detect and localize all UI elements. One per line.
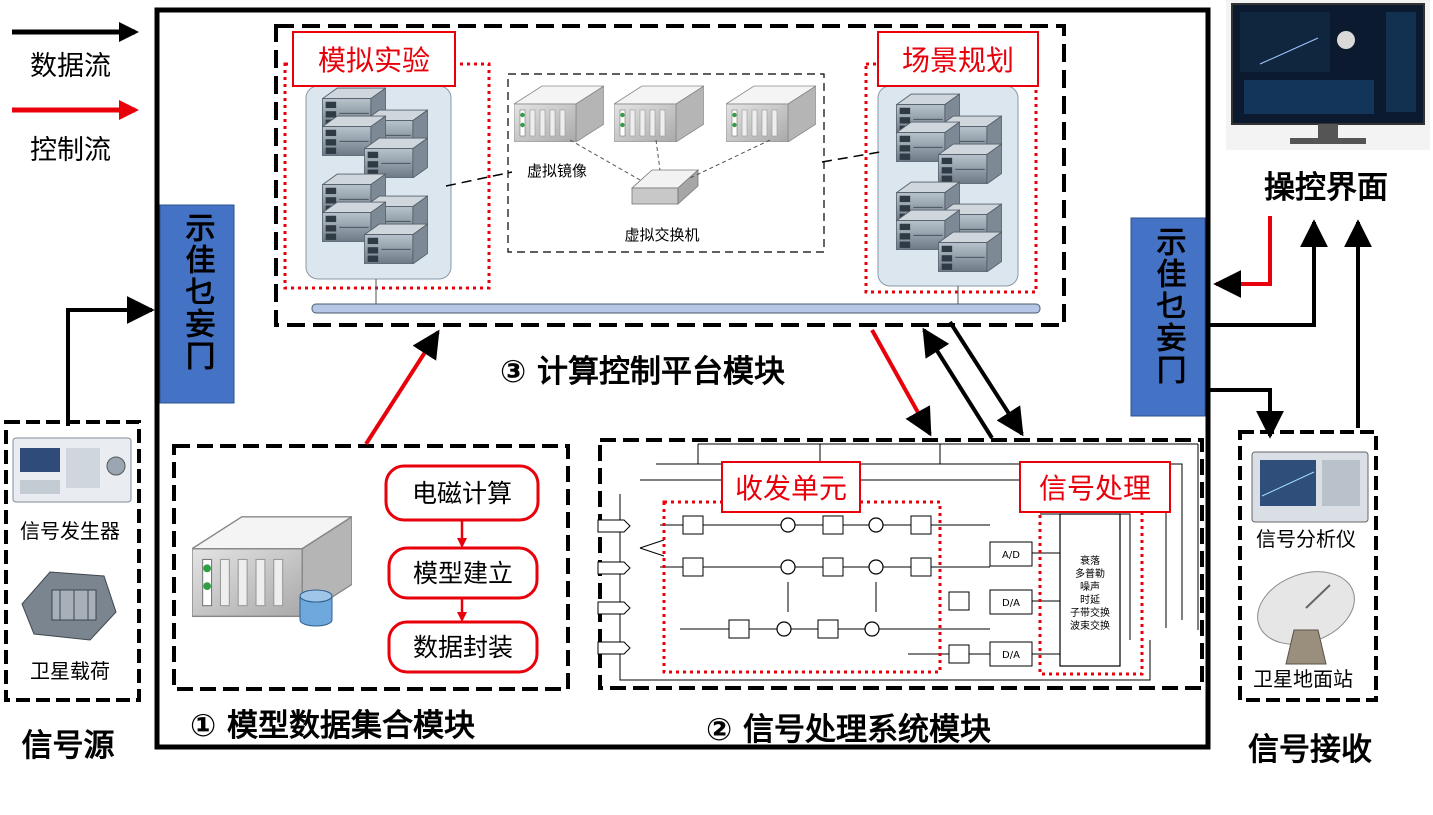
signal-generator-icon	[12, 437, 132, 503]
platform-module: 模拟实验 场景规划 虚拟镜	[274, 24, 1066, 390]
platform-bus	[311, 303, 1041, 314]
step-3-label: 数据封装	[413, 633, 513, 662]
filters	[682, 515, 970, 664]
legend-control-flow: 控制流	[30, 135, 111, 166]
virtual-server-1	[514, 85, 604, 142]
switch-links	[569, 139, 771, 181]
operation-screen-icon	[1226, 0, 1430, 150]
model-title: ① 模型数据集合模块	[190, 708, 475, 744]
step-3-box	[387, 620, 539, 674]
processing-label-box	[1019, 461, 1171, 513]
virtual-switch-label: 虚拟交换机	[624, 226, 699, 244]
signal-analyzer-label: 信号分析仪	[1256, 527, 1356, 551]
step-1-label: 电磁计算	[412, 479, 512, 508]
link-left	[445, 171, 513, 187]
ground-station-icon	[1257, 571, 1355, 665]
dsp-block	[1059, 513, 1121, 667]
dsp-line-6: 波束交换	[1070, 619, 1110, 632]
mixers	[776, 517, 884, 637]
left-interface-label: 示佳乜妄冂	[180, 212, 216, 372]
platform-to-signal-control-arrow	[870, 329, 932, 437]
converter-blocks	[989, 541, 1033, 667]
dsp-line-4: 时延	[1080, 594, 1100, 606]
signal-source-title: 信号源	[22, 728, 115, 764]
signal-title: ② 信号处理系统模块	[706, 712, 991, 748]
scene-label: 场景规划	[902, 44, 1014, 77]
source-to-interface-arrow	[66, 296, 155, 426]
scene-label-box	[877, 31, 1039, 87]
virtual-switch-icon	[630, 169, 700, 205]
control-flow-arrows	[364, 216, 1272, 446]
model-frame	[172, 444, 570, 691]
dsp-line-5: 子带交换	[1070, 606, 1110, 619]
ground-station-label: 卫星地面站	[1253, 667, 1353, 691]
scene-servers	[896, 93, 1002, 272]
processing-label: 信号处理	[1039, 472, 1151, 505]
satellite-payload-icon	[21, 571, 117, 641]
screen-to-interface-arrow	[1213, 216, 1272, 298]
ad-label: A/D	[1002, 550, 1020, 561]
operation-screen-label: 操控界面	[1264, 170, 1388, 206]
virtual-server-3	[726, 85, 816, 142]
da2-label: D/A	[1002, 650, 1020, 661]
virtual-frame	[507, 73, 825, 253]
left-interface	[159, 204, 235, 404]
dsp-line-2: 多普勒	[1075, 567, 1105, 580]
source-frame	[4, 420, 141, 702]
transceiver-label-box	[721, 461, 861, 513]
main-frame	[154, 7, 1211, 750]
sim-servers	[322, 87, 428, 264]
platform-title: ③ 计算控制平台模块	[500, 354, 785, 390]
signal-generator-label: 信号发生器	[20, 519, 120, 543]
virtual-server-2	[614, 85, 704, 142]
database-server-icon	[192, 515, 352, 627]
dsp-line-3: 噪声	[1080, 580, 1100, 593]
signal-module: A/D D/A D/A 衰落 多普勒 噪声 时延 子带交换 波束交换 收发单元 …	[597, 438, 1204, 748]
virtual-mirror-label: 虚拟镜像	[527, 162, 587, 180]
data-flow-arrows	[66, 219, 1372, 440]
step-2-label: 模型建立	[413, 559, 513, 588]
interface-to-receiver-arrow	[1210, 388, 1284, 439]
platform-frame	[274, 24, 1066, 327]
right-interface	[1130, 217, 1206, 417]
sim-label: 模拟实验	[318, 44, 430, 77]
legend: 数据流 控制流	[12, 22, 139, 166]
model-to-platform-arrow	[364, 329, 440, 446]
signal-analyzer-icon	[1251, 451, 1369, 523]
transceiver-dotted-frame	[662, 500, 942, 674]
link-right	[821, 151, 881, 163]
model-module: 电磁计算 模型建立 数据封装 ① 模型数据集合模块	[172, 444, 570, 744]
sim-dotted-frame	[283, 62, 491, 290]
signal-receive-group: 信号分析仪 卫星地面站	[1238, 430, 1378, 702]
da1-label: D/A	[1002, 598, 1020, 609]
transceiver-label: 收发单元	[735, 472, 847, 505]
signal-source-group: 信号发生器 卫星载荷 信号源	[4, 420, 141, 764]
satellite-payload-label: 卫星载荷	[30, 659, 110, 683]
signal-receive-title: 信号接收	[1248, 732, 1372, 768]
receive-frame	[1238, 430, 1378, 702]
dsp-line-1: 衰落	[1080, 554, 1100, 567]
signal-to-platform-arrow	[922, 327, 994, 440]
interface-to-screen-arrow	[1210, 219, 1328, 327]
port-connectors	[597, 519, 631, 655]
sim-label-box	[292, 31, 456, 87]
right-interface-label: 示佳乜妄冂	[1151, 226, 1187, 386]
legend-data-flow: 数据流	[30, 51, 111, 82]
platform-to-signal-arrow	[948, 320, 1024, 437]
